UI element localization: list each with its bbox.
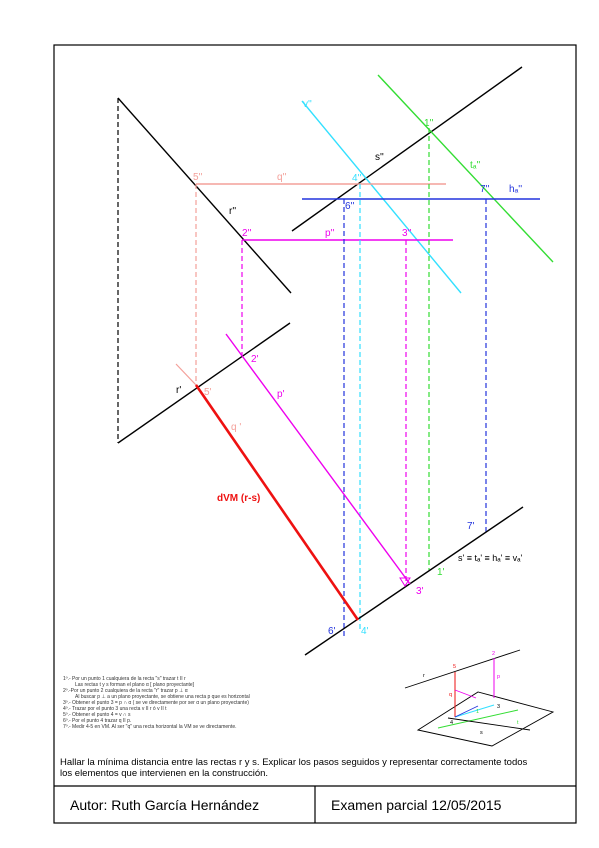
author-label: Autor: Ruth García Hernández — [70, 797, 259, 813]
step-4: 4º.- Trazar por el punto 3 una recta v I… — [63, 706, 167, 712]
line-v-elevation — [301, 100, 462, 294]
label-4-elevation: 4'' — [352, 173, 361, 184]
step-3: 3º.- Obtener el punto 3 = p ∩ α ( se ve … — [63, 700, 249, 706]
line-p-plan — [225, 333, 411, 585]
inset-label-r: r — [423, 673, 425, 679]
line-q-plan-tick — [175, 363, 197, 386]
inset-label-3: 3 — [497, 704, 500, 710]
label-t-elevation: tₐ'' — [470, 160, 480, 171]
inset-line-h — [454, 705, 479, 718]
label-q-plan: q ' — [231, 422, 241, 433]
inset-label-2: 2 — [492, 651, 495, 657]
inset-line-v — [454, 704, 495, 718]
label-5-elevation: 5'' — [193, 172, 202, 183]
inset-label-5: 5 — [453, 664, 456, 670]
inset-plane — [416, 691, 555, 747]
label-7-elevation: 7'' — [480, 184, 489, 195]
label-v-elevation: v'' — [303, 99, 312, 110]
line-s-plan — [304, 506, 524, 656]
exam-date-label: Examen parcial 12/05/2015 — [331, 797, 502, 813]
problem-statement: Hallar la mínima distancia entre las rec… — [60, 757, 528, 779]
statement-line-1: Hallar la mínima distancia entre las rec… — [60, 757, 528, 768]
label-r-plan: r' — [176, 385, 181, 396]
inset-perspective-sketch: r 5 2 p q 3 4 1 s t — [404, 649, 555, 747]
inset-label-q: q — [449, 692, 452, 698]
step-2-note: Al buscar p ⊥ a un plano proyectante, se… — [75, 694, 250, 700]
label-5-plan: 5' — [204, 387, 212, 398]
label-2-plan: 2' — [251, 354, 259, 365]
label-p-elevation: p'' — [325, 228, 334, 239]
step-1-note: Las rectas t y s forman el plano α [ pla… — [75, 682, 195, 688]
label-7-plan: 7' — [467, 521, 475, 532]
inset-label-t: t — [517, 720, 519, 726]
inset-label-4: 4 — [450, 720, 453, 726]
step-2: 2º.-Por un punto 2 cualquiera de la rect… — [63, 688, 188, 694]
true-distance-segment — [194, 384, 360, 621]
inset-line-r — [404, 649, 521, 689]
step-7: 7º.- Medir 4-5 en VM. Al ser "q" una rec… — [63, 724, 237, 730]
line-s-elevation — [291, 66, 523, 232]
label-s-plan-equivalence: s' ≡ tₐ' ≡ hₐ' ≡ vₐ' — [458, 553, 522, 563]
label-3-elevation: 3'' — [402, 228, 411, 239]
label-1-elevation: 1'' — [424, 118, 433, 129]
line-r-elevation — [117, 97, 292, 294]
inset-magenta-link — [454, 689, 477, 699]
inset-line-s — [447, 717, 531, 731]
label-6-elevation: 6'' — [345, 201, 354, 212]
line-t-elevation — [377, 74, 554, 263]
label-p-plan: p' — [277, 389, 285, 400]
point-3-marker — [399, 577, 411, 587]
label-true-distance: dVM (r-s) — [217, 493, 260, 504]
label-6-plan: 6' — [328, 626, 336, 637]
label-r-elevation: r'' — [229, 206, 236, 217]
inset-label-1: 1 — [476, 709, 479, 715]
label-4-plan: 4' — [361, 626, 369, 637]
label-q-elevation: q'' — [277, 172, 286, 183]
step-6: 6º.- Por el punto 4 trazar q II p. — [63, 718, 131, 724]
step-5: 5º.- Obtener el punto 4 = v ∩ s — [63, 712, 131, 718]
construction-steps: 1º.- Por un punto 1 cualquiera de la rec… — [63, 676, 250, 730]
label-2-elevation: 2'' — [242, 228, 251, 239]
line-r-plan — [117, 322, 291, 444]
inset-label-s: s — [480, 730, 483, 736]
inset-label-p: p — [497, 674, 500, 680]
label-1-plan: 1' — [437, 567, 445, 578]
step-1: 1º.- Por un punto 1 cualquiera de la rec… — [63, 676, 186, 682]
label-3-plan: 3' — [416, 586, 424, 597]
label-h-elevation: hₐ'' — [509, 184, 522, 195]
statement-line-2: los elementos que intervienen en la cons… — [60, 768, 268, 779]
label-s-elevation: s'' — [375, 152, 384, 163]
inset-line-t — [437, 709, 519, 729]
